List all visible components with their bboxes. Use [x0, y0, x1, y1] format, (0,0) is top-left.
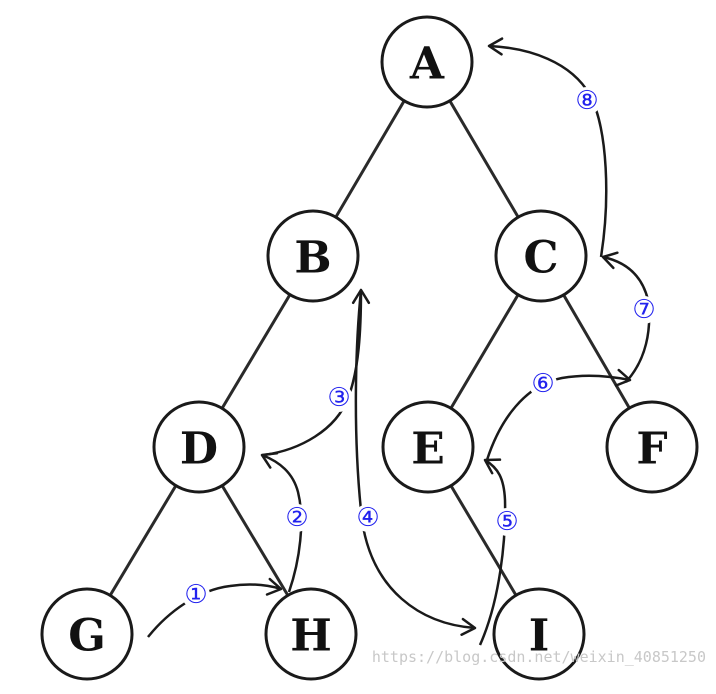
- arrow-path: [147, 583, 282, 638]
- arrowhead-icon: [601, 251, 619, 270]
- traversal-arrows: [147, 37, 651, 646]
- node-circle: [492, 587, 586, 681]
- arrowhead-icon: [487, 37, 504, 56]
- step-label-8: ⑧: [573, 86, 601, 116]
- step-label-7: ⑦: [630, 295, 658, 325]
- step-label-backdrop: [573, 87, 601, 115]
- arrow-path: [261, 453, 303, 593]
- step-number: ③: [327, 383, 350, 413]
- step-label-5: ⑤: [493, 507, 521, 537]
- node-label: B: [294, 233, 331, 284]
- step-label-4: ④: [354, 503, 382, 533]
- node-circle: [605, 400, 699, 494]
- step-label-2: ②: [283, 503, 311, 533]
- arrowhead-icon: [614, 368, 632, 387]
- step-number: ⑥: [531, 369, 554, 399]
- node-label: F: [636, 424, 667, 475]
- node-label: C: [523, 233, 558, 284]
- node-a: A: [380, 15, 474, 109]
- node-circle: [380, 15, 474, 109]
- node-i: I: [492, 587, 586, 681]
- traversal-arrow-3: [263, 288, 371, 457]
- node-label: I: [529, 611, 550, 662]
- step-number: ①: [184, 580, 207, 610]
- step-labels: ① ② ③ ④ ⑤ ⑥ ⑦ ⑧: [182, 86, 658, 610]
- node-e: E: [381, 400, 475, 494]
- node-circle: [264, 587, 358, 681]
- step-number: ②: [285, 503, 308, 533]
- node-circle: [152, 400, 246, 494]
- node-label: H: [290, 611, 332, 662]
- node-c: C: [494, 209, 588, 303]
- step-label-backdrop: [529, 370, 557, 398]
- node-label: A: [409, 39, 445, 90]
- traversal-arrow-6: [485, 368, 632, 461]
- step-label-backdrop: [493, 508, 521, 536]
- arrow-path: [485, 374, 631, 461]
- step-label-backdrop: [283, 504, 311, 532]
- step-label-1: ①: [182, 580, 210, 610]
- node-circle: [381, 400, 475, 494]
- step-label-6: ⑥: [529, 369, 557, 399]
- node-h: H: [264, 587, 358, 681]
- arrowhead-icon: [265, 577, 283, 596]
- node-b: B: [266, 209, 360, 303]
- traversal-arrow-1: [147, 577, 283, 638]
- step-label-backdrop: [630, 296, 658, 324]
- node-label: E: [411, 424, 445, 475]
- tree-nodes: A B C D E F G H I: [40, 15, 699, 681]
- step-label-backdrop: [182, 581, 210, 609]
- node-label: D: [180, 424, 218, 475]
- step-label-backdrop: [325, 384, 353, 412]
- arrowhead-icon: [483, 458, 502, 475]
- node-circle: [494, 209, 588, 303]
- step-number: ⑧: [575, 86, 598, 116]
- step-label-3: ③: [325, 383, 353, 413]
- node-circle: [40, 587, 134, 681]
- step-number: ⑤: [495, 507, 518, 537]
- node-f: F: [605, 400, 699, 494]
- step-label-backdrop: [354, 504, 382, 532]
- watermark-text: https://blog.csdn.net/weixin_40851250: [371, 648, 706, 666]
- node-g: G: [40, 587, 134, 681]
- node-circle: [266, 209, 360, 303]
- step-number: ⑦: [632, 295, 655, 325]
- arrowhead-icon: [460, 617, 477, 636]
- node-label: G: [68, 611, 106, 662]
- node-d: D: [152, 400, 246, 494]
- step-number: ④: [356, 503, 379, 533]
